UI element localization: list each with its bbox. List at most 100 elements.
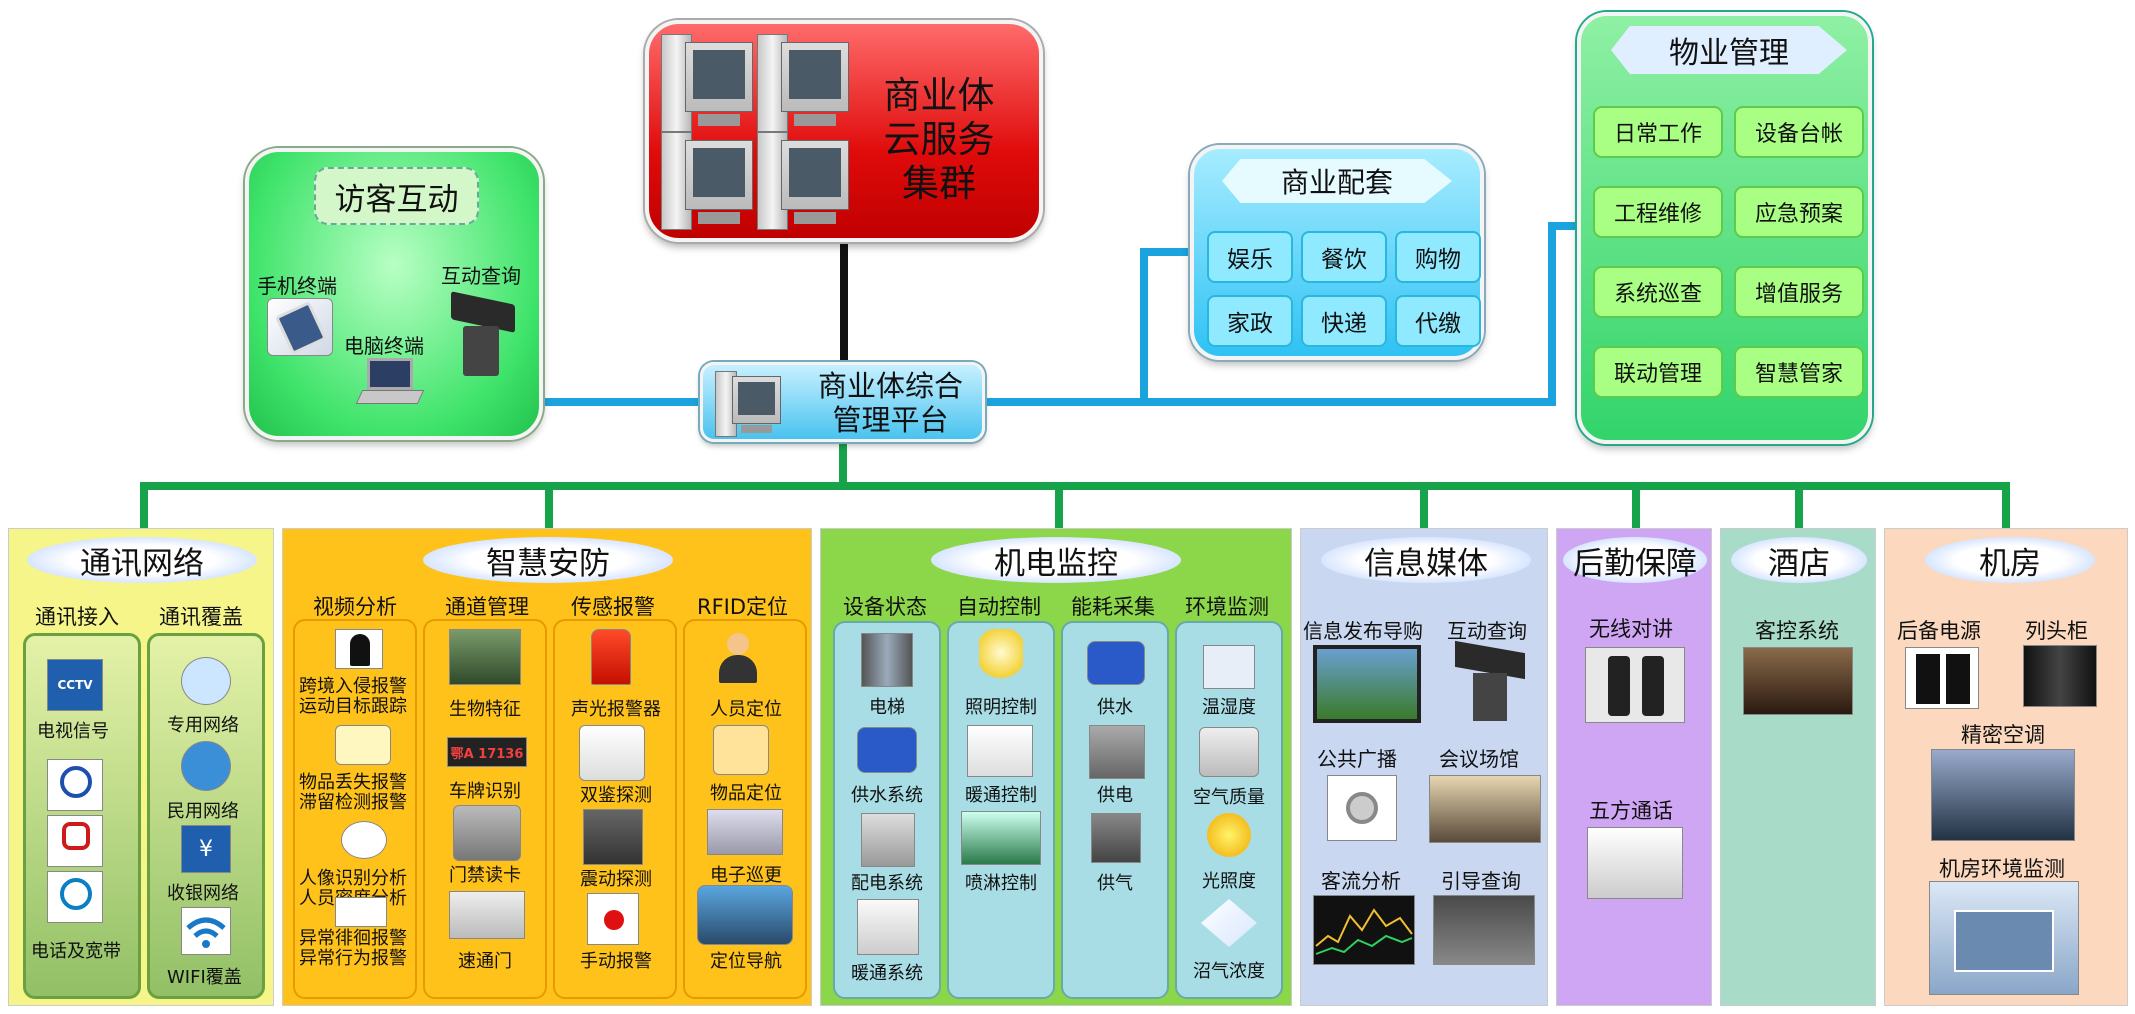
face-recognition-icon <box>341 821 387 859</box>
server-icon <box>757 34 849 132</box>
wifi-icon <box>181 907 231 955</box>
media-item: 客流分析 <box>1321 869 1401 893</box>
security-item: 物品丢失报警 滞留检测报警 <box>299 772 407 813</box>
walkie-talkie-icon <box>1585 647 1685 723</box>
security-item: 车牌识别 <box>449 781 521 802</box>
room-item: 机房环境监测 <box>1939 857 2065 881</box>
precision-ac-icon <box>1931 749 2075 841</box>
comm-col1-heading: 通讯接入 <box>35 605 119 629</box>
security-item: 速通门 <box>458 951 512 972</box>
security-col-heading: 传感报警 <box>571 595 655 619</box>
mep-item: 喷淋控制 <box>965 873 1037 894</box>
cloud-title: 商业体 云服务 集群 <box>883 74 995 205</box>
room-item: 精密空调 <box>1961 723 2045 747</box>
property-item: 工程维修 <box>1593 186 1723 238</box>
mep-col-heading: 环境监测 <box>1185 595 1269 619</box>
section-server-room: 机房 后备电源 列头柜 精密空调 机房环境监测 <box>1884 528 2128 1006</box>
commerce-item: 购物 <box>1395 231 1481 283</box>
mep-item: 电梯 <box>869 697 905 718</box>
section-title: 智慧安防 <box>423 537 673 583</box>
media-item: 引导查询 <box>1441 869 1521 893</box>
hotel-item: 客控系统 <box>1755 619 1839 643</box>
commerce-connector-h <box>1140 248 1192 256</box>
security-col-heading: 通道管理 <box>445 595 529 619</box>
drop-security <box>545 482 553 532</box>
vibration-detector-icon <box>583 809 643 865</box>
air-quality-icon <box>1199 727 1259 777</box>
item-locate-icon <box>713 725 769 775</box>
mep-item: 光照度 <box>1202 871 1256 892</box>
section-logistics: 后勤保障 无线对讲 五方通话 <box>1556 528 1712 1006</box>
speaker-icon <box>1327 775 1397 841</box>
section-hotel: 酒店 客控系统 <box>1720 528 1876 1006</box>
server-icon <box>661 132 753 230</box>
mep-item: 照明控制 <box>965 697 1037 718</box>
commerce-support-box: 商业配套 娱乐 餐饮 购物 家政 快递 代缴 <box>1190 145 1484 360</box>
kiosk-icon <box>1451 640 1529 723</box>
comm-col2-heading: 通讯覆盖 <box>159 605 243 629</box>
mep-item: 供水 <box>1097 697 1133 718</box>
section-title: 机电监控 <box>931 537 1181 583</box>
property-title: 物业管理 <box>1611 26 1847 74</box>
section-title: 后勤保障 <box>1563 537 1707 583</box>
dual-detector-icon <box>579 725 645 781</box>
section-title: 信息媒体 <box>1321 537 1531 583</box>
person-locate-icon <box>715 633 763 685</box>
gas-meter-icon <box>1091 813 1141 863</box>
security-item: 声光报警器 <box>571 699 661 720</box>
mep-item: 暖通系统 <box>851 963 923 984</box>
commerce-item: 餐饮 <box>1301 231 1387 283</box>
right-connector <box>985 398 1555 406</box>
security-item: 震动探测 <box>580 869 652 890</box>
security-item: 门禁读卡 <box>449 865 521 886</box>
mobile-phone-icon <box>267 298 333 356</box>
media-item: 互动查询 <box>1447 619 1527 643</box>
commerce-connector-v <box>1140 248 1148 400</box>
drop-media <box>1420 482 1428 532</box>
rack-cabinet-icon <box>2023 645 2097 707</box>
drop-hotel <box>1795 482 1803 532</box>
security-col-panel <box>683 619 807 999</box>
security-item: 异常徘徊报警 异常行为报警 <box>299 928 407 969</box>
property-connector-h <box>1548 222 1580 230</box>
drop-mep <box>1055 482 1063 532</box>
comm-wifi-label: WIFI覆盖 <box>167 967 242 988</box>
kiosk-icon <box>447 291 517 378</box>
section-info-media: 信息媒体 信息发布导购 互动查询 公共广播 会议场馆 客流分析 引导查询 <box>1300 528 1548 1006</box>
mep-col-heading: 自动控制 <box>957 595 1041 619</box>
power-meter-icon <box>1089 725 1145 779</box>
sun-icon <box>1207 813 1251 857</box>
security-item: 生物特征 <box>449 699 521 720</box>
china-unicom-icon <box>47 815 103 867</box>
comm-phone-label: 电话及宽带 <box>31 941 121 962</box>
mep-item: 沼气浓度 <box>1193 961 1265 982</box>
security-col-heading: RFID定位 <box>697 595 789 619</box>
china-telecom-icon <box>47 759 103 811</box>
china-mobile-icon <box>47 871 103 923</box>
mep-item: 空气质量 <box>1193 787 1265 808</box>
room-monitor-screen-icon <box>1929 881 2079 995</box>
logistics-item: 五方通话 <box>1589 799 1673 823</box>
card-reader-icon <box>453 805 521 861</box>
property-item: 联动管理 <box>1593 346 1723 398</box>
network-icon <box>181 657 231 705</box>
navigation-icon <box>697 885 793 945</box>
comm-private-label: 专用网络 <box>167 715 239 736</box>
globe-icon <box>181 741 231 791</box>
visitor-title: 访客互动 <box>314 167 479 225</box>
commerce-item: 代缴 <box>1395 295 1481 347</box>
visitor-connector <box>543 398 703 406</box>
cashier-icon: ¥ <box>181 825 231 873</box>
visitor-query-label: 互动查询 <box>441 264 521 288</box>
traffic-chart-icon <box>1313 895 1415 965</box>
security-item: 跨境入侵报警 运动目标跟踪 <box>299 676 407 717</box>
siren-icon <box>591 629 631 685</box>
section-smart-security: 智慧安防 视频分析 通道管理 传感报警 RFID定位 跨境入侵报警 运动目标跟踪… <box>282 528 812 1006</box>
property-management-box: 物业管理 日常工作 设备台帐 工程维修 应急预案 系统巡查 增值服务 联动管理 … <box>1577 12 1872 444</box>
elevator-icon <box>861 633 913 687</box>
power-cabinet-icon <box>861 813 915 867</box>
intrusion-icon <box>335 629 383 669</box>
property-item: 系统巡查 <box>1593 266 1723 318</box>
property-item: 设备台帐 <box>1734 106 1864 158</box>
speed-gate-icon <box>449 891 525 939</box>
